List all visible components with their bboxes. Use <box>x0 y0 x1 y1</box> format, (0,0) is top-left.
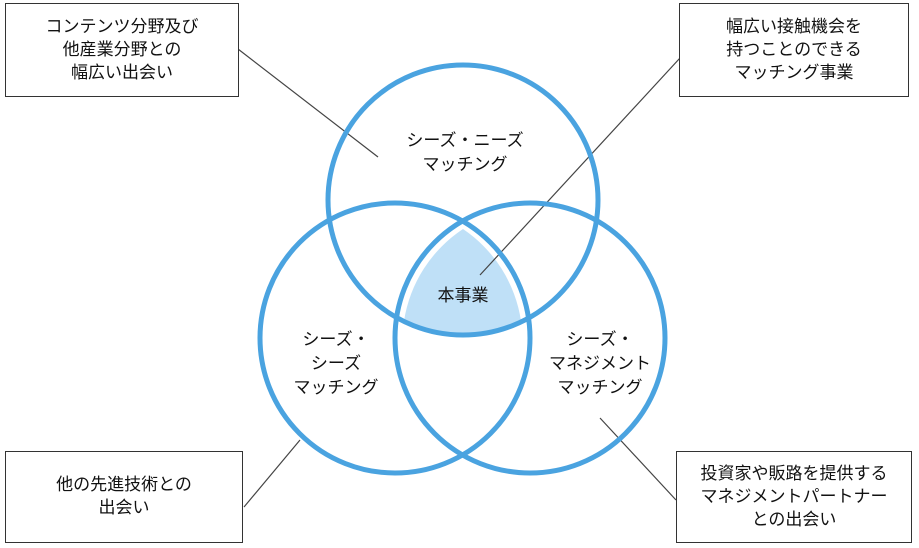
circle-right <box>392 200 668 476</box>
label-left-circle: シーズ・ シーズ マッチング <box>293 330 379 398</box>
callout-bottom-left: 他の先進技術との 出会い <box>5 451 243 543</box>
center-intersection <box>404 229 521 335</box>
leader-line-bottom-right <box>599 417 677 501</box>
leader-line-bottom-left <box>243 439 301 508</box>
label-right-circle: シーズ・ マネジメント マッチング <box>549 330 651 398</box>
label-center: 本事業 <box>437 286 489 306</box>
callout-top-right: 幅広い接触機会を 持つことのできる マッチング事業 <box>679 3 909 97</box>
circle-left <box>257 200 533 476</box>
callout-bottom-right: 投資家や販路を提供する マネジメントパートナー との出会い <box>676 451 912 543</box>
circle-top <box>325 62 601 338</box>
leader-line-top-right <box>479 57 681 276</box>
label-top-circle: シーズ・ニーズ マッチング <box>406 131 524 175</box>
callout-top-left: コンテンツ分野及び 他産業分野との 幅広い出会い <box>5 3 239 97</box>
leader-line-top-left <box>237 48 379 158</box>
